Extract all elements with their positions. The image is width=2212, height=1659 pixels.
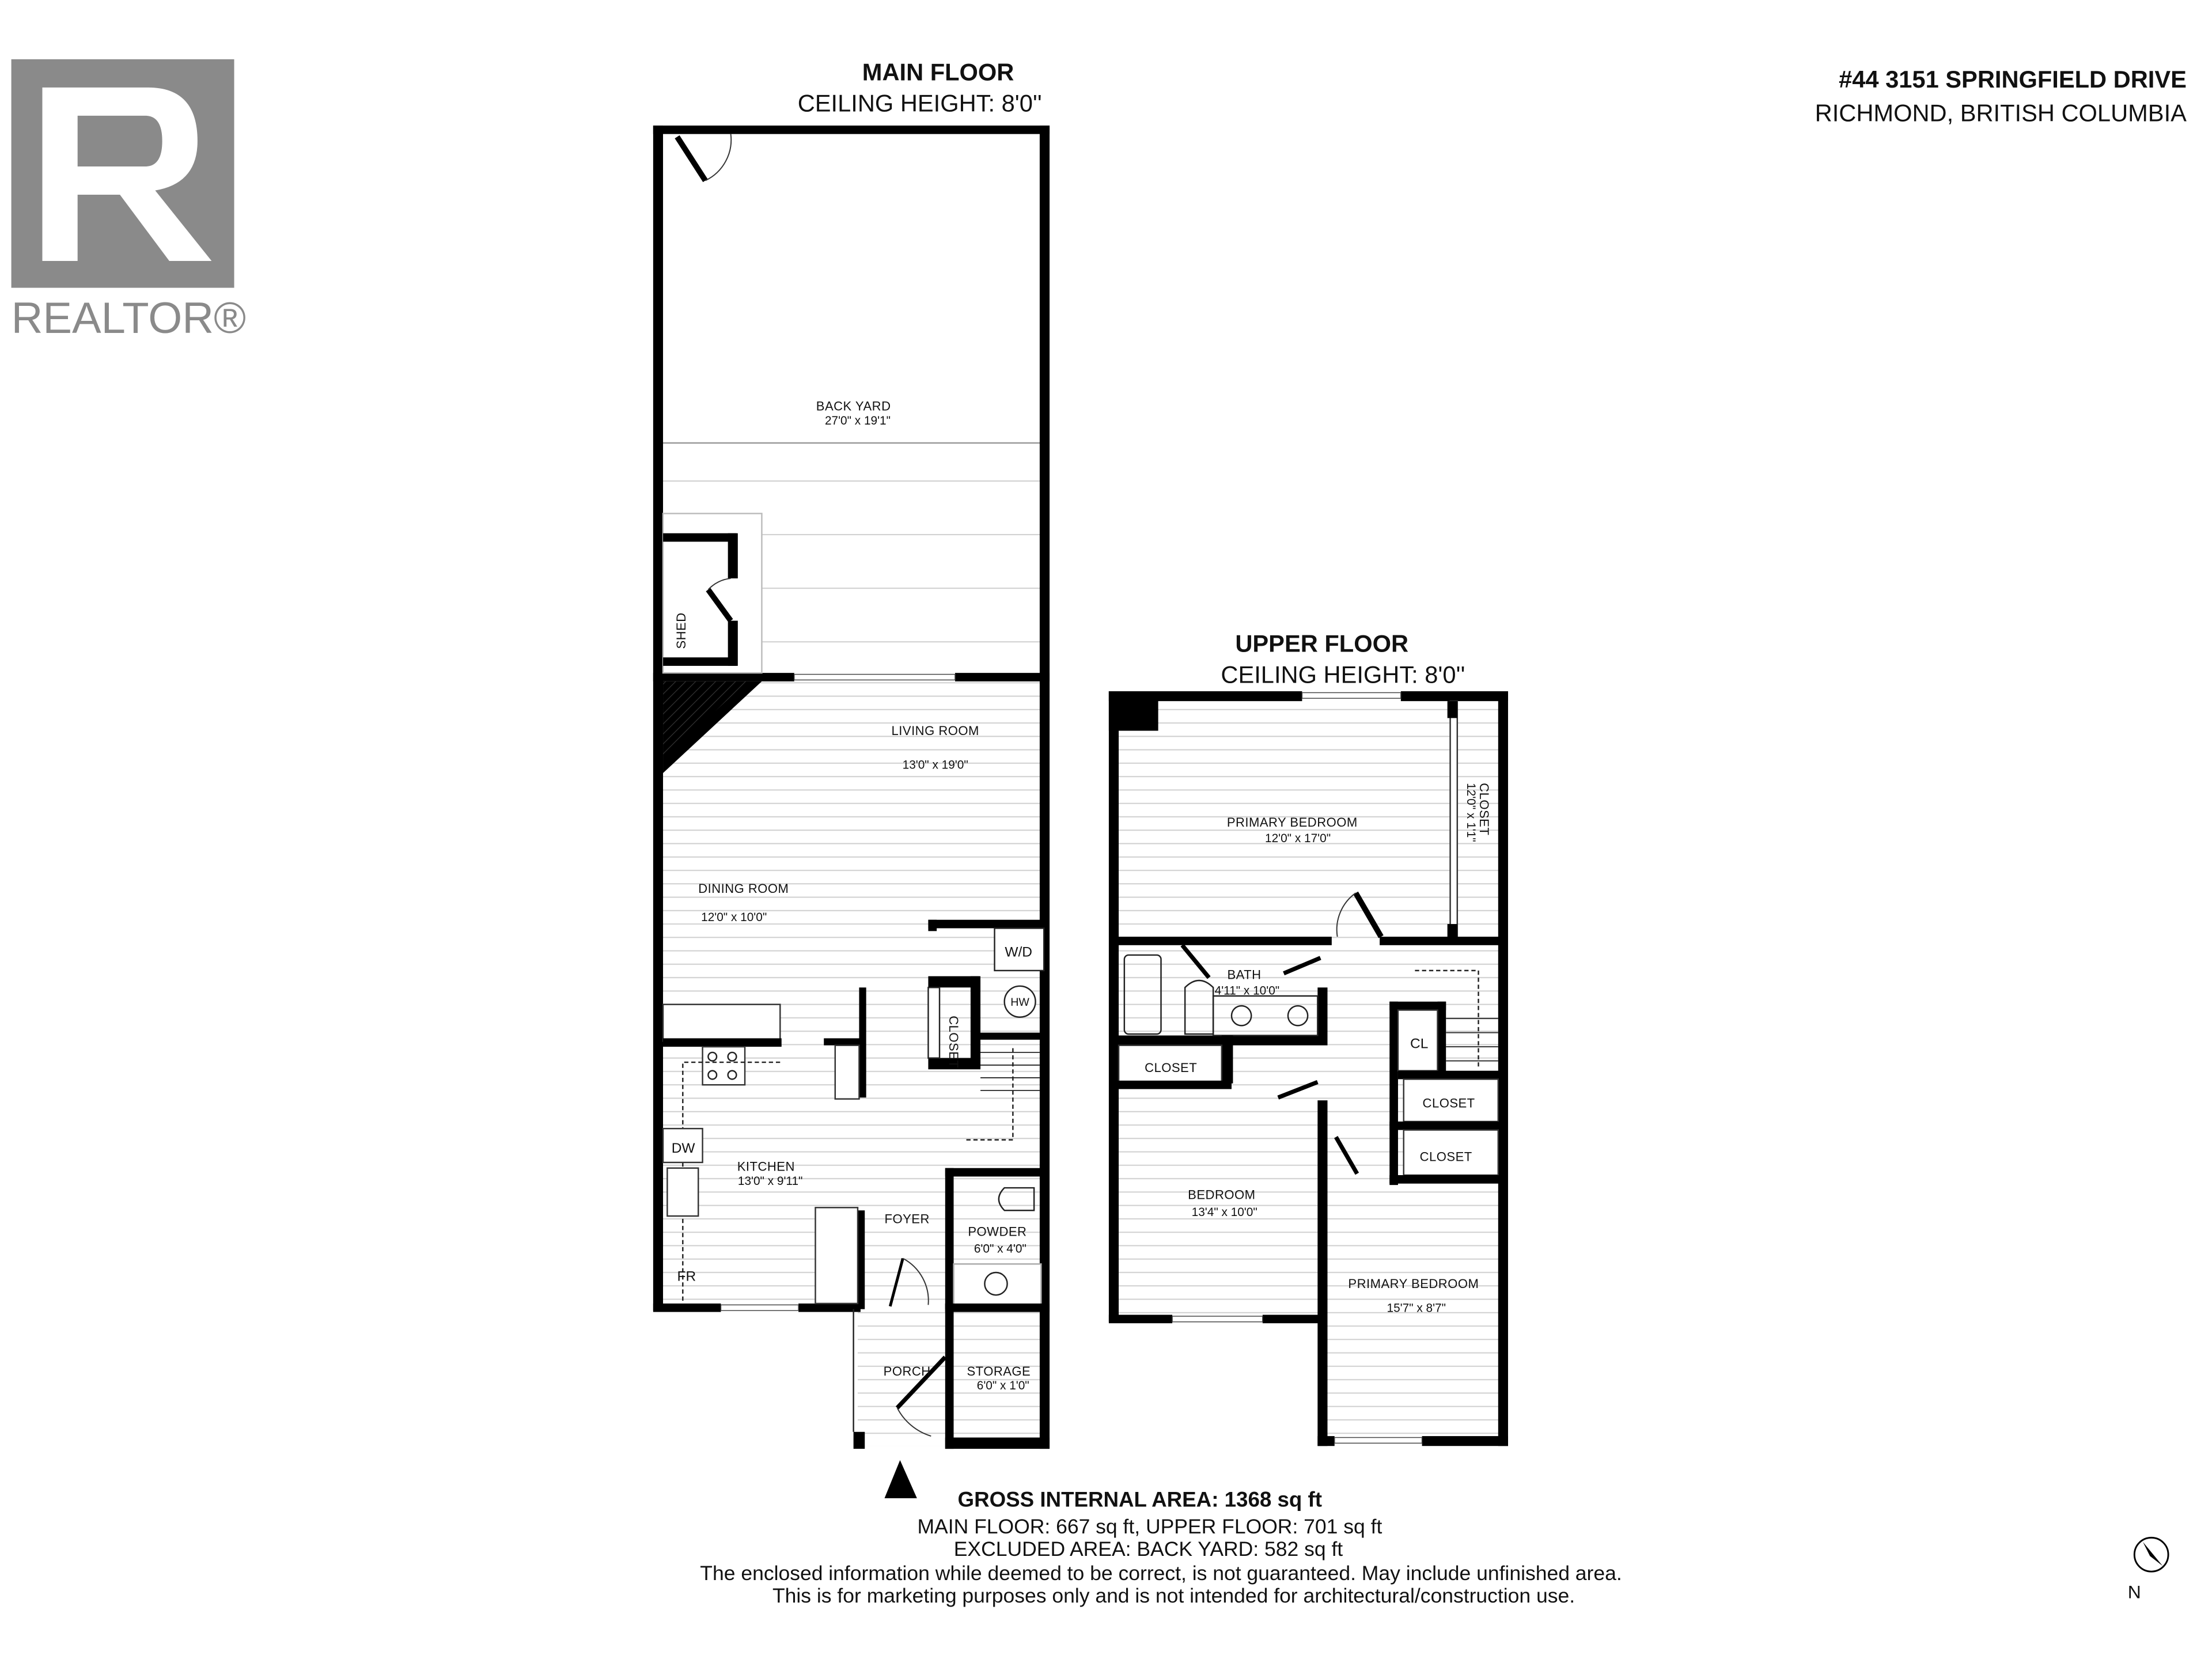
fixture-fr: FR — [677, 1269, 696, 1285]
room-dim-kitchen: 13'0" x 9'11" — [738, 1175, 803, 1188]
room-label-closet-hall-1: CLOSET — [1423, 1096, 1475, 1110]
room-dim-bedroom: 13'4" x 10'0" — [1192, 1206, 1257, 1219]
disclaimer-line2: This is for marketing purposes only and … — [772, 1584, 1575, 1607]
room-dim-primary-bedroom-2: 15'7" x 8'7" — [1387, 1302, 1446, 1315]
room-label-primary-bedroom-2: PRIMARY BEDROOM — [1348, 1277, 1479, 1291]
room-dim-dining: 12'0" x 10'0" — [701, 911, 767, 924]
room-dim-closet-primary: 12'0" x 1'1" — [1464, 783, 1478, 842]
fixture-wd: W/D — [1005, 944, 1032, 960]
room-label-shed: SHED — [674, 612, 688, 649]
room-label-porch: PORCH — [884, 1364, 931, 1378]
room-dim-powder: 6'0" x 4'0" — [974, 1243, 1027, 1256]
room-label-bath: BATH — [1227, 968, 1261, 982]
fixture-dw: DW — [672, 1141, 696, 1156]
main-floor-ceiling: CEILING HEIGHT: 8'0'' — [798, 89, 1042, 116]
main-floor-plan: SHED BACK YARD 27'0" x 19'1" W/D HW CLOS… — [653, 125, 1050, 1449]
room-label-closet-hall-2: CLOSET — [1420, 1150, 1472, 1164]
room-label-cl: CL — [1410, 1036, 1428, 1052]
floor-areas: MAIN FLOOR: 667 sq ft, UPPER FLOOR: 701 … — [917, 1515, 1382, 1538]
gross-area: GROSS INTERNAL AREA: 1368 sq ft — [958, 1488, 1322, 1512]
room-label-bedroom: BEDROOM — [1188, 1188, 1255, 1202]
fixture-hw: HW — [1010, 996, 1029, 1009]
main-floor-title: MAIN FLOOR — [862, 59, 1014, 86]
room-label-back-yard: BACK YARD — [816, 399, 891, 414]
upper-floor-ceiling: CEILING HEIGHT: 8'0'' — [1221, 661, 1465, 688]
address-line2: RICHMOND, BRITISH COLUMBIA — [1815, 100, 2187, 127]
address-line1: #44 3151 SPRINGFIELD DRIVE — [1839, 66, 2187, 93]
room-label-dining: DINING ROOM — [698, 881, 789, 896]
compass-north-label: N — [2128, 1582, 2141, 1603]
room-label-closet-primary: CLOSET — [1477, 783, 1491, 835]
room-label-closet-main: CLOSET — [946, 1016, 961, 1068]
excluded-area: EXCLUDED AREA: BACK YARD: 582 sq ft — [954, 1537, 1343, 1560]
realtor-logo-text: REALTOR® — [12, 294, 246, 343]
room-dim-storage: 6'0" x 1'0" — [977, 1379, 1029, 1392]
room-label-primary-bedroom: PRIMARY BEDROOM — [1227, 815, 1358, 830]
entrance-arrow-icon — [884, 1460, 917, 1498]
room-label-foyer: FOYER — [885, 1211, 930, 1226]
room-label-powder: POWDER — [968, 1224, 1027, 1238]
disclaimer-line1: The enclosed information while deemed to… — [700, 1562, 1622, 1585]
realtor-logo: REALTOR® — [11, 59, 246, 343]
room-dim-living: 13'0" x 19'0" — [903, 759, 968, 772]
room-label-kitchen: KITCHEN — [737, 1160, 795, 1174]
room-label-living: LIVING ROOM — [892, 724, 979, 738]
room-dim-primary-bedroom: 12'0" x 17'0" — [1265, 832, 1331, 845]
room-label-closet-left: CLOSET — [1145, 1060, 1197, 1075]
room-dim-bath: 4'11" x 10'0" — [1215, 984, 1280, 998]
upper-floor-title: UPPER FLOOR — [1235, 630, 1408, 657]
upper-floor-plan: CLOSET 12'0" x 1'1" BATH 4'11" x 10'0" C… — [1108, 691, 1508, 1446]
compass-icon — [2133, 1536, 2169, 1573]
room-label-storage: STORAGE — [967, 1364, 1031, 1378]
room-dim-back-yard: 27'0" x 19'1" — [825, 414, 891, 427]
